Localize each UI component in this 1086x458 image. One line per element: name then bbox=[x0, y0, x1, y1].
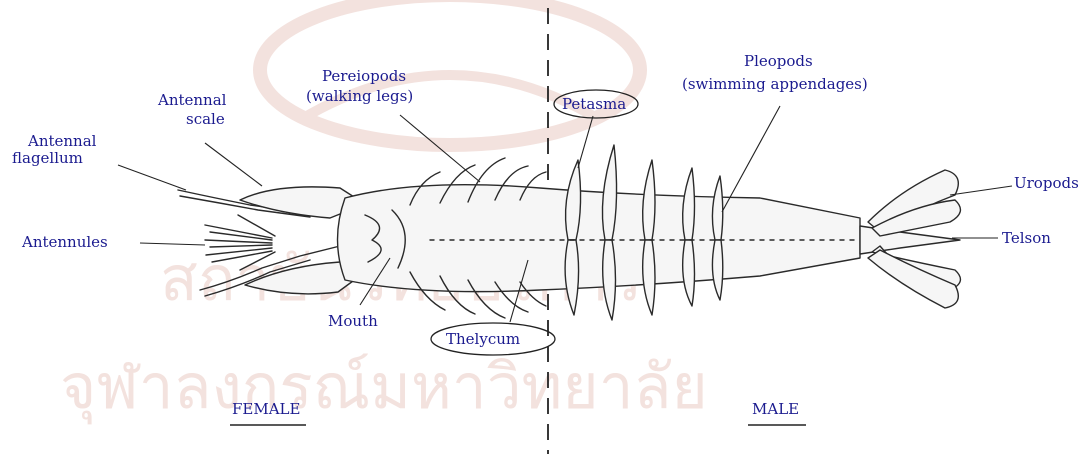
label-telson: Telson bbox=[1002, 229, 1051, 247]
label-mouth: Mouth bbox=[328, 312, 378, 330]
label-thelycum: Thelycum bbox=[446, 330, 520, 348]
watermark-line-2: จุฬาลงกรณ์มหาวิทยาลัย bbox=[60, 350, 708, 424]
label-female: FEMALE bbox=[232, 400, 300, 418]
label-male: MALE bbox=[752, 400, 799, 418]
label-antennal-scale-line2: scale bbox=[186, 110, 225, 128]
label-antennal-scale-line1: Antennal bbox=[157, 91, 227, 109]
label-antennal-flagellum-line2: flagellum bbox=[12, 149, 83, 167]
label-pereiopods-line2: (walking legs) bbox=[306, 87, 413, 105]
label-pereiopods-line1: Pereiopods bbox=[322, 67, 406, 85]
label-antennal-flagellum-line1: Antennal bbox=[27, 132, 97, 150]
label-petasma: Petasma bbox=[562, 95, 626, 113]
label-antennules: Antennules bbox=[21, 233, 108, 251]
label-uropods: Uropods bbox=[1014, 174, 1079, 192]
carapace bbox=[338, 185, 861, 292]
shrimp-body bbox=[178, 145, 960, 320]
label-pleopods-line2: (swimming appendages) bbox=[682, 75, 868, 93]
label-pleopods-line1: Pleopods bbox=[744, 52, 813, 70]
